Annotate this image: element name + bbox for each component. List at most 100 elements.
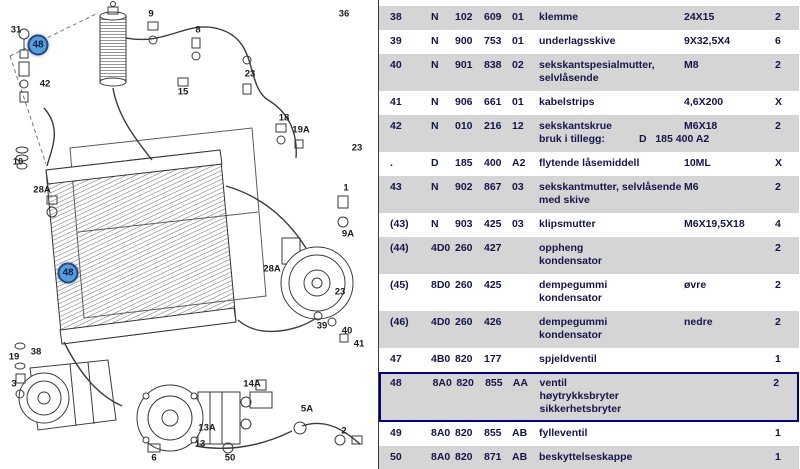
description-cell: beskyttelseskappe (539, 451, 633, 463)
position-cell: 50 (390, 451, 402, 463)
part-number-cell: A2 (512, 157, 526, 169)
part-callout[interactable]: 9 (148, 8, 154, 20)
part-callout[interactable]: 19A (292, 124, 310, 136)
part-callout[interactable]: 40 (341, 325, 353, 337)
part-callout[interactable]: 10 (12, 156, 24, 168)
part-number-cell: 900 (455, 35, 473, 47)
part-number-cell: N (431, 59, 439, 71)
part-number-cell: 03 (512, 218, 524, 230)
part-callout[interactable]: 2 (341, 425, 347, 437)
description-cell: sekskantspesialmutter,selvlåsende (539, 59, 655, 84)
part-number-cell: 8A0 (432, 377, 452, 389)
quantity-cell: 2 (775, 120, 781, 132)
part-callout[interactable]: 14A (243, 378, 261, 390)
part-callout[interactable]: 9A (341, 228, 355, 240)
part-callout[interactable]: 39 (316, 320, 328, 332)
part-callout[interactable]: 36 (338, 8, 350, 20)
position-cell: (46) (390, 316, 409, 328)
part-number-cell: 426 (484, 316, 502, 328)
part-callout-highlighted[interactable]: 48 (57, 262, 79, 284)
dimension-cell: nedre (684, 316, 713, 328)
part-callout-highlighted[interactable]: 48 (27, 34, 49, 56)
quantity-cell: 1 (775, 427, 781, 439)
part-number-cell: 427 (484, 242, 502, 254)
part-callout[interactable]: 23 (351, 142, 363, 154)
position-cell: . (390, 157, 393, 169)
part-number-cell: 8A0 (431, 451, 451, 463)
part-number-cell: 906 (455, 96, 473, 108)
part-callout[interactable]: 13 (194, 438, 206, 450)
part-callout[interactable]: 42 (39, 78, 51, 90)
part-callout[interactable]: 15 (177, 86, 189, 98)
part-number-cell: 855 (484, 427, 502, 439)
position-cell: 41 (390, 96, 402, 108)
part-number-cell: N (431, 120, 439, 132)
part-callout[interactable]: 13A (198, 422, 216, 434)
part-callout[interactable]: 50 (224, 452, 236, 464)
part-number-cell: 425 (484, 279, 502, 291)
extra-note-value: D 185 400 A2 (639, 133, 710, 145)
part-callout[interactable]: 19 (8, 351, 20, 363)
position-cell: 48 (390, 377, 402, 389)
part-callout[interactable]: 38 (30, 346, 42, 358)
part-callout[interactable]: 23 (244, 68, 256, 80)
part-number-cell: AB (512, 427, 528, 439)
dimension-cell: 9X32,5X4 (684, 35, 731, 47)
dimension-cell: M6X19,5X18 (684, 218, 745, 230)
part-number-cell: 177 (484, 353, 502, 365)
part-number-cell: 4B0 (431, 353, 451, 365)
part-callout[interactable]: 6 (151, 452, 157, 464)
part-number-cell: N (431, 96, 439, 108)
part-number-cell: 400 (484, 157, 502, 169)
part-callout[interactable]: 18 (278, 112, 290, 124)
position-cell: 39 (390, 35, 402, 47)
part-callout[interactable]: 31 (10, 24, 22, 36)
description-cell: flytende låsemiddell (539, 157, 640, 169)
part-callout[interactable]: 5A (300, 403, 314, 415)
quantity-cell: 2 (773, 377, 780, 389)
part-callout[interactable]: 8 (195, 24, 201, 36)
description-cell: underlagsskive (539, 35, 616, 47)
dimension-cell: 4,6X200 (684, 96, 724, 108)
part-number-cell: 820 (455, 353, 473, 365)
part-number-cell: 838 (484, 59, 502, 71)
part-callout[interactable]: 23 (334, 286, 346, 298)
part-number-cell: 01 (512, 96, 524, 108)
part-callout[interactable]: 28A (33, 184, 51, 196)
position-cell: 40 (390, 59, 402, 71)
part-number-cell: D (431, 157, 439, 169)
quantity-cell: 1 (775, 353, 781, 365)
part-callout[interactable]: 41 (353, 338, 365, 350)
description-cell: fylleventil (539, 427, 588, 439)
part-number-cell: 02 (512, 59, 524, 71)
quantity-cell: 2 (775, 181, 781, 193)
part-number-cell: AB (512, 451, 528, 463)
part-callout[interactable]: 1 (343, 182, 349, 194)
part-number-cell: 4D0 (431, 242, 451, 254)
part-number-cell: 260 (455, 279, 473, 291)
position-cell: (45) (390, 279, 409, 291)
part-callout[interactable]: 3 (11, 378, 17, 390)
part-callout[interactable]: 28A (263, 263, 281, 275)
part-number-cell: N (431, 35, 439, 47)
dimension-cell: M6 (684, 181, 699, 193)
